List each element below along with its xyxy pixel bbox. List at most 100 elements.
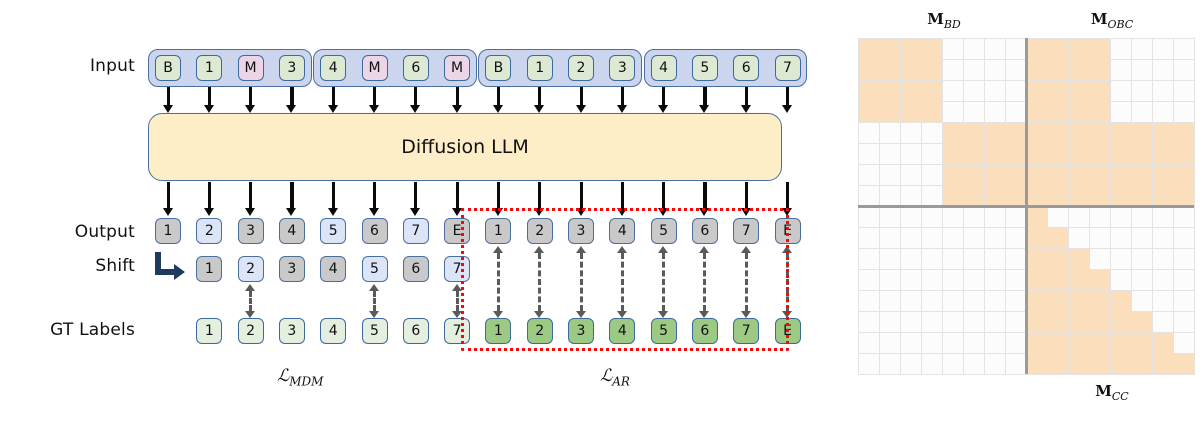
gt-token-7: 7: [444, 318, 471, 344]
mask-cell-r7-c13: [1131, 185, 1153, 207]
mask-cell-r5-c5: [963, 143, 985, 165]
mask-cell-r0-c2: [900, 38, 922, 60]
mask-cell-r4-c10: [1068, 122, 1090, 144]
mask-cell-r6-c8: [1026, 164, 1048, 186]
input-arrow-10: [534, 87, 545, 113]
token-text: 7: [783, 60, 792, 76]
token-text: 6: [411, 60, 421, 76]
output-arrow-13: [658, 182, 669, 216]
mask-symbol-bd: M: [927, 10, 944, 28]
grid-line-v-16: [1194, 38, 1195, 374]
mask-cell-r11-c8: [1026, 269, 1048, 291]
input-token-1: B: [155, 55, 181, 81]
row-label-input: Input: [89, 56, 135, 76]
mask-cell-r7-c11: [1089, 185, 1111, 207]
row-label-output: Output: [74, 222, 135, 242]
mask-cell-r3-c1: [879, 101, 901, 123]
input-token-12: 3: [609, 55, 636, 81]
input-token-4: 3: [278, 55, 305, 81]
output-token-11: 3: [568, 218, 594, 244]
output-token-12: 4: [609, 218, 636, 244]
output-token-6: 6: [361, 218, 388, 244]
input-arrow-12: [616, 87, 628, 113]
token-text: 5: [370, 261, 379, 277]
token-text: M: [368, 60, 381, 76]
mask-cell-r7-c12: [1110, 185, 1132, 207]
token-text: 4: [328, 60, 338, 76]
gt-token-5: 5: [361, 318, 388, 344]
output-token-10: 2: [526, 218, 553, 244]
token-text: 6: [370, 223, 379, 239]
token-text: 4: [328, 261, 338, 277]
input-token-10: 1: [526, 55, 553, 81]
mask-cell-r7-c10: [1068, 185, 1090, 207]
shift-token-1: 1: [196, 256, 223, 282]
token-text: 7: [452, 323, 462, 339]
input-token-7: 6: [402, 55, 429, 81]
mask-cell-r12-c10: [1068, 290, 1090, 312]
mask-cell-r7-c8: [1026, 185, 1048, 207]
token-text: 4: [617, 323, 627, 339]
mask-cell-r14-c12: [1110, 332, 1132, 354]
token-text: 1: [204, 323, 214, 339]
mdm-supervision-arrow-2: [245, 284, 256, 318]
mask-cell-r6-c15: [1173, 164, 1195, 186]
token-text: 5: [370, 323, 379, 339]
mask-cell-r10-c8: [1026, 248, 1048, 270]
mask-cell-r7-c4: [942, 185, 964, 207]
output-token-4: 4: [278, 218, 305, 244]
mask-cell-r13-c8: [1026, 311, 1048, 333]
mask-cell-r7-c7: [1005, 185, 1027, 207]
mask-cell-r3-c10: [1068, 101, 1090, 123]
input-token-14: 5: [691, 55, 718, 81]
output-arrow-4: [286, 182, 297, 216]
token-text: 1: [204, 60, 214, 76]
quadrant-axis-horizontal: [858, 205, 1194, 208]
token-text: 3: [246, 223, 256, 239]
diffusion-llm-box: Diffusion LLM: [148, 113, 782, 181]
ar-supervision-arrow-3: [575, 246, 587, 318]
mask-cell-r4-c6: [984, 122, 1006, 144]
mask-cell-r2-c2: [900, 80, 922, 102]
gt-token-10: 3: [568, 318, 594, 344]
token-text: 3: [576, 323, 586, 339]
output-arrow-6: [369, 182, 380, 216]
token-text: 5: [700, 60, 710, 76]
mask-cell-r5-c7: [1005, 143, 1027, 165]
mask-cell-r4-c14: [1152, 122, 1174, 144]
mask-cell-r14-c8: [1026, 332, 1048, 354]
shift-token-6: 6: [402, 256, 429, 282]
mask-cell-r8-c8: [1026, 206, 1048, 228]
mask-cell-r11-c9: [1047, 269, 1069, 291]
mask-label-obc: MOBC: [1052, 10, 1172, 31]
output-arrow-3: [245, 182, 256, 216]
mask-cell-r2-c0: [858, 80, 880, 102]
mask-cell-r3-c3: [921, 101, 943, 123]
loss-label-mdm: ℒMDM: [277, 366, 323, 388]
mask-label-bd: MBD: [884, 10, 1004, 31]
mask-cell-r14-c14: [1152, 332, 1174, 354]
input-token-16: 7: [774, 55, 801, 81]
attention-mask-matrix: [858, 38, 1195, 375]
token-text: 7: [741, 323, 751, 339]
shift-token-2: 2: [237, 256, 264, 282]
mask-cell-r15-c13: [1131, 353, 1153, 375]
token-text: 7: [452, 261, 462, 277]
gt-token-11: 4: [609, 318, 636, 344]
mask-cell-r7-c6: [984, 185, 1006, 207]
output-arrow-15: [740, 182, 752, 216]
mask-cell-r7-c14: [1152, 185, 1174, 207]
mask-subscript-obc: OBC: [1107, 18, 1134, 31]
loss-label-ar: ℒAR: [600, 366, 630, 388]
loss-symbol-mdm: ℒ: [277, 366, 290, 386]
output-token-7: 7: [402, 218, 429, 244]
output-arrow-11: [575, 182, 587, 216]
mask-cell-r2-c8: [1026, 80, 1048, 102]
mask-cell-r15-c12: [1110, 353, 1132, 375]
mask-cell-r10-c10: [1068, 248, 1090, 270]
mask-cell-r4-c4: [942, 122, 964, 144]
row-label-gt: GT Labels: [50, 320, 135, 340]
mask-cell-r0-c10: [1068, 38, 1090, 60]
input-token-15: 6: [733, 55, 760, 81]
mask-cell-r5-c12: [1110, 143, 1132, 165]
